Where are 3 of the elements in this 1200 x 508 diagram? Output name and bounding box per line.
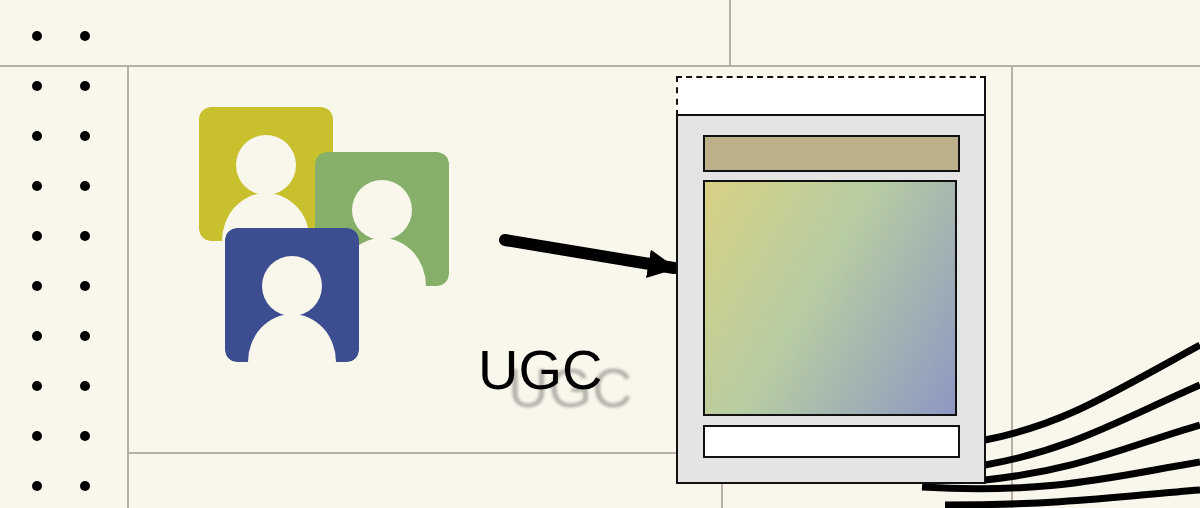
webpage-mockup bbox=[676, 76, 986, 484]
heading-label: UGC bbox=[478, 342, 603, 398]
user-avatar-icon bbox=[225, 228, 359, 362]
